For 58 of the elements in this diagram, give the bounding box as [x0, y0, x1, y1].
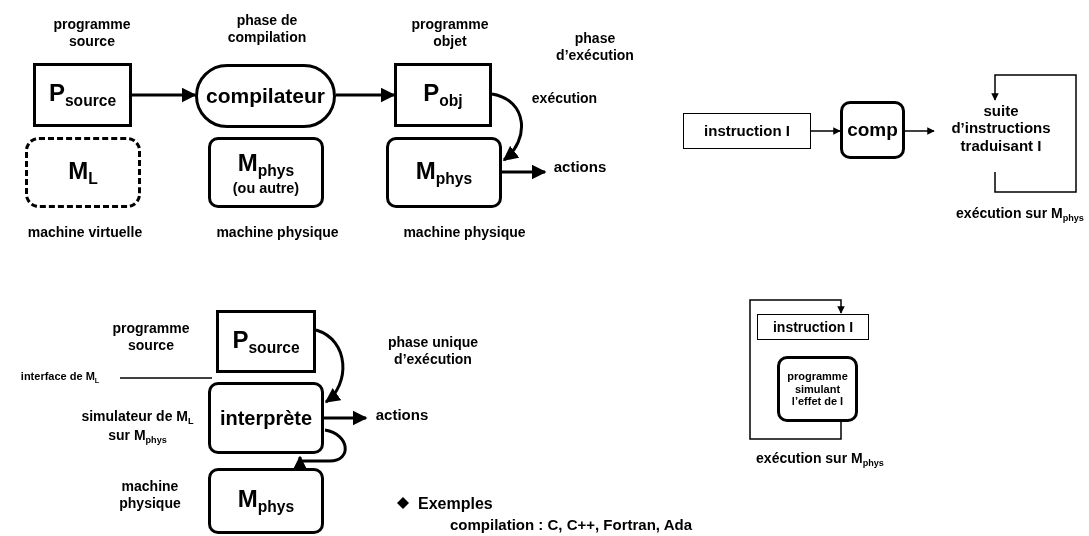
node-label: P$_{source}$ [232, 325, 300, 358]
edge-label: phase unique d’exécution [386, 334, 480, 368]
arrow [904, 127, 935, 135]
program-box [777, 356, 858, 422]
node-label: P$_{obj}$ [423, 79, 463, 111]
node-label: M$_{L}$ [68, 156, 98, 189]
caption-label: programme source [111, 320, 191, 354]
text-label: actions [545, 158, 615, 180]
machine-box [208, 468, 324, 534]
arrow [336, 87, 396, 103]
caption-label: exécution sur M$_{phys}$ [755, 450, 885, 470]
caption-label: programme objet [410, 16, 490, 50]
text-label: suite d’instructions traduisant I [938, 102, 1064, 156]
node-label: M$_{phys}$ [237, 148, 295, 180]
list-item: compilation : C, C++, Fortran, Ada [450, 516, 693, 534]
heading-label: Exemples [418, 494, 494, 514]
interpreter-box [208, 382, 324, 454]
arrow [315, 328, 345, 404]
virtual-machine-box [25, 137, 141, 208]
program-box [216, 310, 316, 373]
node-label: M$_{phys}$ [415, 156, 473, 189]
arrow [810, 127, 841, 135]
arrow [491, 92, 523, 162]
node-label: compilateur [206, 83, 325, 109]
arrow [991, 74, 1077, 193]
arrow [324, 410, 368, 426]
text-label: actions [368, 406, 436, 428]
program-box [33, 63, 132, 127]
edge-label: exécution [530, 90, 599, 107]
caption-label: machine virtuelle [26, 224, 144, 241]
program-box [394, 63, 492, 127]
node-label: comp [847, 119, 898, 141]
caption-label: phase d’exécution [555, 30, 635, 64]
node-label: programme simulant l’effet de I [786, 370, 849, 408]
arrow [132, 87, 197, 103]
arrow [749, 299, 845, 440]
node-label: M$_{phys}$ [237, 485, 295, 517]
node-label: instruction I [704, 122, 790, 140]
caption-label: machine physique [118, 478, 182, 512]
machine-box [208, 137, 324, 208]
machine-box [386, 137, 502, 208]
arrow [292, 428, 347, 471]
compiler-box [840, 101, 905, 159]
caption-label: phase de compilation [226, 12, 308, 46]
node-label: interprète [219, 406, 313, 430]
caption-label: exécution sur M$_{phys}$ [955, 205, 1085, 225]
text-label: interface de M$_{L}$ [2, 370, 118, 390]
arrow [502, 164, 547, 180]
caption-label: machine physique [215, 224, 340, 241]
caption-label: simulateur de M$_{L}$ sur M$_{phys}$ [80, 408, 195, 447]
node-label: instruction I [772, 318, 854, 336]
caption-label: programme source [52, 16, 132, 50]
node-label: P$_{source}$ [48, 79, 117, 111]
instruction-box [757, 314, 869, 340]
instruction-box [683, 113, 811, 149]
compiler-box [195, 64, 336, 128]
node-label: (ou autre) [232, 179, 300, 197]
caption-label: machine physique [402, 224, 527, 241]
